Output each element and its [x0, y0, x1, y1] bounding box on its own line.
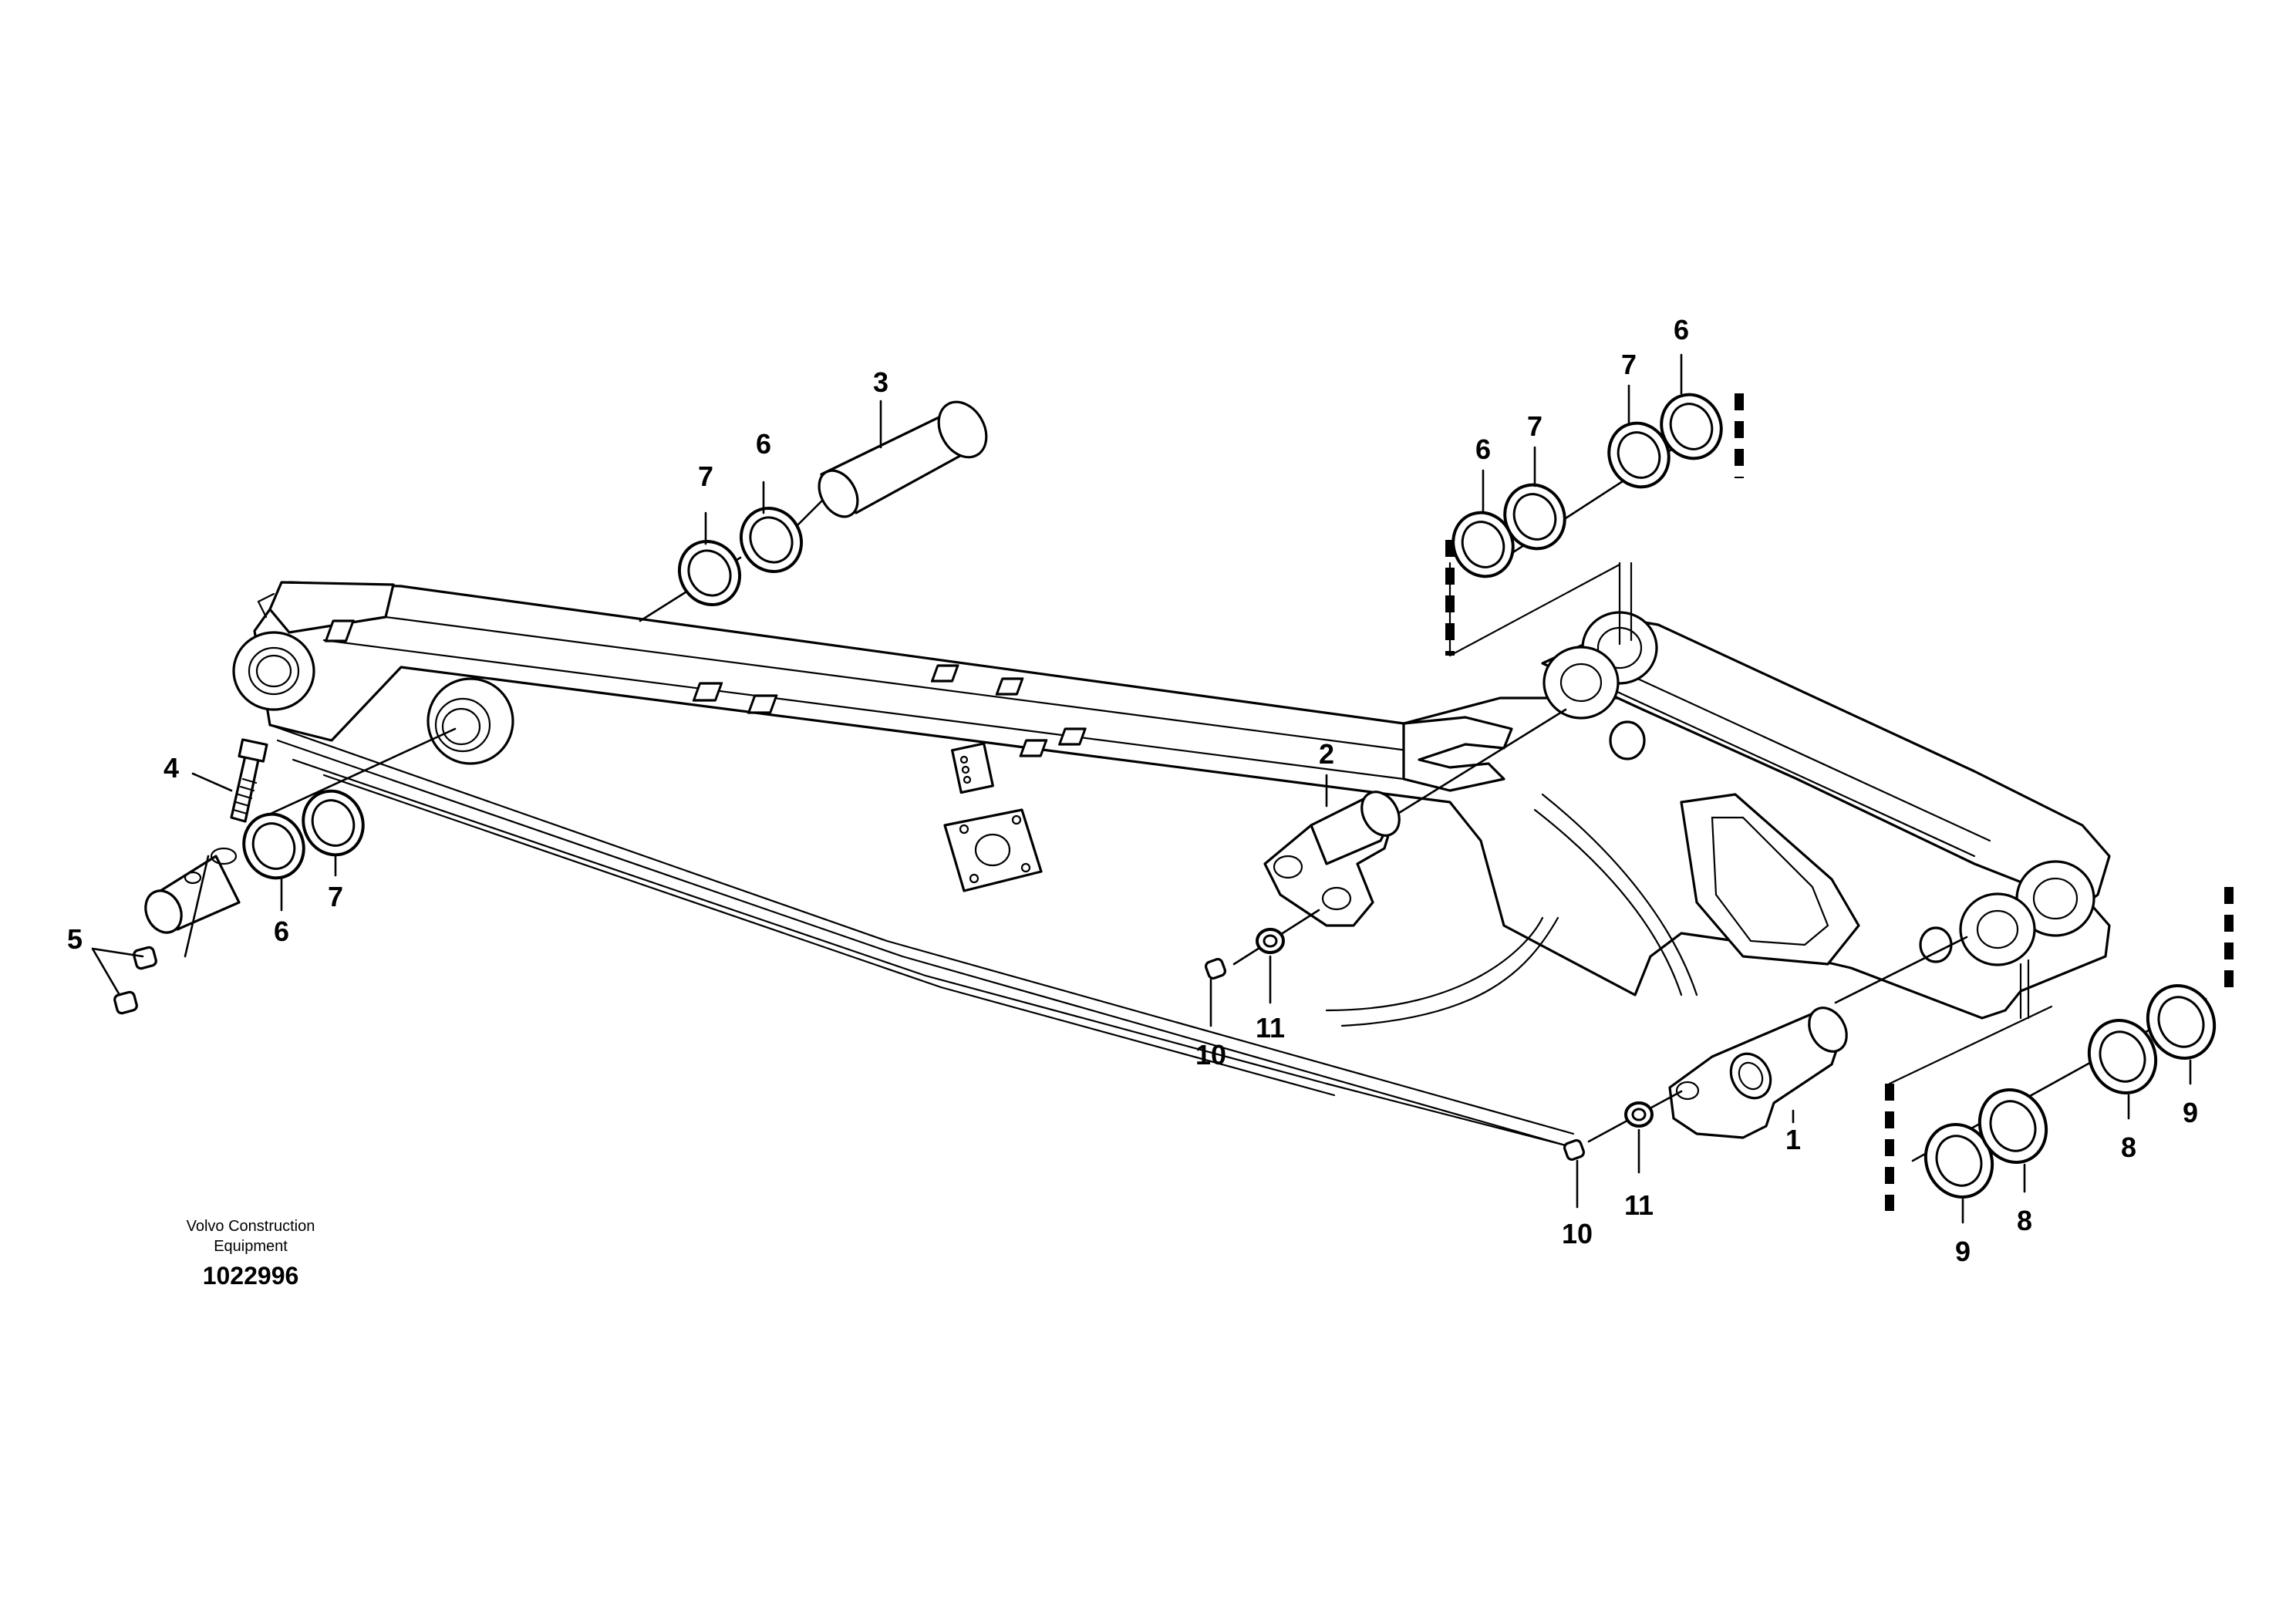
- pin-3-assembly: [639, 400, 988, 622]
- callout-2: 2: [1319, 738, 1334, 770]
- callout-5: 5: [67, 923, 83, 955]
- callout-7: 7: [1527, 410, 1542, 442]
- callout-10: 10: [1562, 1218, 1593, 1249]
- pin-2-assembly: [1204, 708, 1567, 980]
- callout-11: 11: [1624, 1189, 1654, 1221]
- callout-7: 7: [328, 881, 343, 912]
- brand-line-2: Equipment: [214, 1238, 288, 1255]
- callout-6: 6: [756, 428, 771, 460]
- callout-labels: 3 6 7 4 5 6 7 6 7 7 6 2 10 11 1 10 11 9 …: [67, 314, 2198, 1267]
- callout-leaders: [91, 353, 2192, 1224]
- callout-4: 4: [164, 752, 179, 784]
- callout-11: 11: [1256, 1012, 1285, 1044]
- pin-1-assembly: [1563, 936, 1968, 1162]
- callout-8: 8: [2017, 1205, 2032, 1236]
- callout-10: 10: [1195, 1039, 1226, 1071]
- callout-7: 7: [698, 460, 713, 492]
- callout-8: 8: [2121, 1131, 2136, 1163]
- callout-9: 9: [2183, 1097, 2198, 1128]
- callout-3: 3: [873, 366, 888, 398]
- callout-9: 9: [1955, 1236, 1971, 1267]
- brand-line-1: Volvo Construction: [187, 1218, 315, 1235]
- upper-right-washer-group: [1445, 393, 1744, 657]
- drawing-caption: Volvo Construction Equipment 1022996: [187, 1218, 315, 1290]
- drawing-number: 1022996: [203, 1262, 299, 1290]
- callout-6: 6: [1475, 433, 1491, 465]
- pin-left-assembly: [113, 727, 457, 1015]
- callout-6: 6: [274, 916, 289, 947]
- callout-6: 6: [1674, 314, 1689, 346]
- boom-assembly: [232, 581, 2111, 1147]
- callout-1: 1: [1785, 1124, 1801, 1155]
- callout-7: 7: [1621, 349, 1637, 380]
- lower-right-washer-group: [1885, 887, 2234, 1211]
